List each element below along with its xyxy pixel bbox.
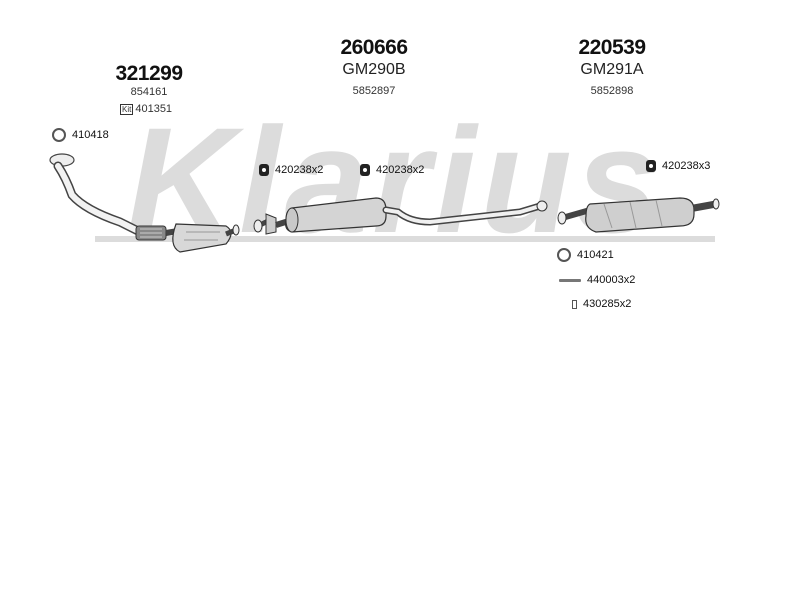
middle-part-number: 260666	[340, 36, 408, 59]
kit-badge: Kit	[120, 103, 134, 115]
gasket-front-code: 410418	[72, 129, 109, 141]
front-pipe-catalyst[interactable]	[49, 153, 240, 253]
front-kit-ref: Kit 401351	[120, 103, 172, 115]
gasket-ring-icon	[52, 128, 66, 142]
hanger-front[interactable]: 420238x2	[259, 164, 323, 176]
bolt-part[interactable]: 440003x2	[559, 274, 635, 286]
middle-oem-ref: 5852897	[352, 85, 396, 97]
clamp-code: 430285x2	[583, 298, 632, 310]
middle-pipe-silencer[interactable]	[253, 197, 548, 235]
gasket-ring-icon	[557, 248, 571, 262]
hanger-rear[interactable]: 420238x3	[646, 160, 710, 172]
hanger-middle-code: 420238x2	[376, 164, 425, 176]
gasket-rear[interactable]: 410421	[557, 248, 614, 262]
bolt-code: 440003x2	[587, 274, 636, 286]
hanger-rear-code: 420238x3	[662, 160, 711, 172]
clamp-part[interactable]: 430285x2	[572, 298, 631, 310]
rear-oem-code: GM291A	[580, 61, 644, 78]
clamp-icon	[572, 299, 577, 309]
rubber-hanger-icon	[360, 164, 370, 176]
front-oem-ref: 854161	[130, 86, 168, 98]
rubber-hanger-icon	[646, 160, 656, 172]
watermark-underline	[95, 236, 715, 242]
gasket-front[interactable]: 410418	[52, 128, 109, 142]
hanger-middle[interactable]: 420238x2	[360, 164, 424, 176]
middle-oem-code: GM290B	[342, 61, 406, 78]
bolt-icon	[559, 278, 581, 282]
kit-ref-number: 401351	[135, 103, 173, 115]
gasket-rear-code: 410421	[577, 249, 614, 261]
front-part-number: 321299	[115, 62, 183, 85]
hanger-front-code: 420238x2	[275, 164, 324, 176]
rear-silencer[interactable]	[557, 197, 720, 233]
rear-oem-ref: 5852898	[590, 85, 634, 97]
rear-part-number: 220539	[578, 36, 646, 59]
rubber-hanger-icon	[259, 164, 269, 176]
